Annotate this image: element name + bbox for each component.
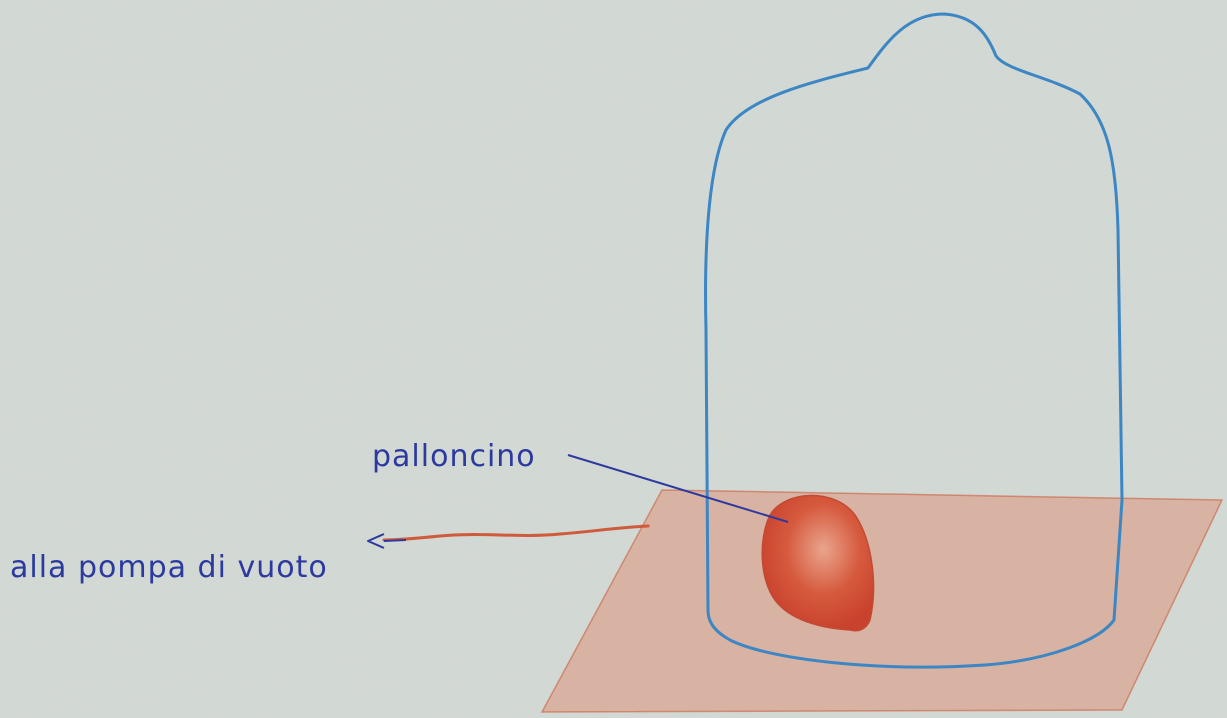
balloon-label: palloncino bbox=[372, 439, 536, 474]
arrow-tail bbox=[384, 540, 406, 541]
pump-label: alla pompa di vuoto bbox=[10, 550, 328, 585]
